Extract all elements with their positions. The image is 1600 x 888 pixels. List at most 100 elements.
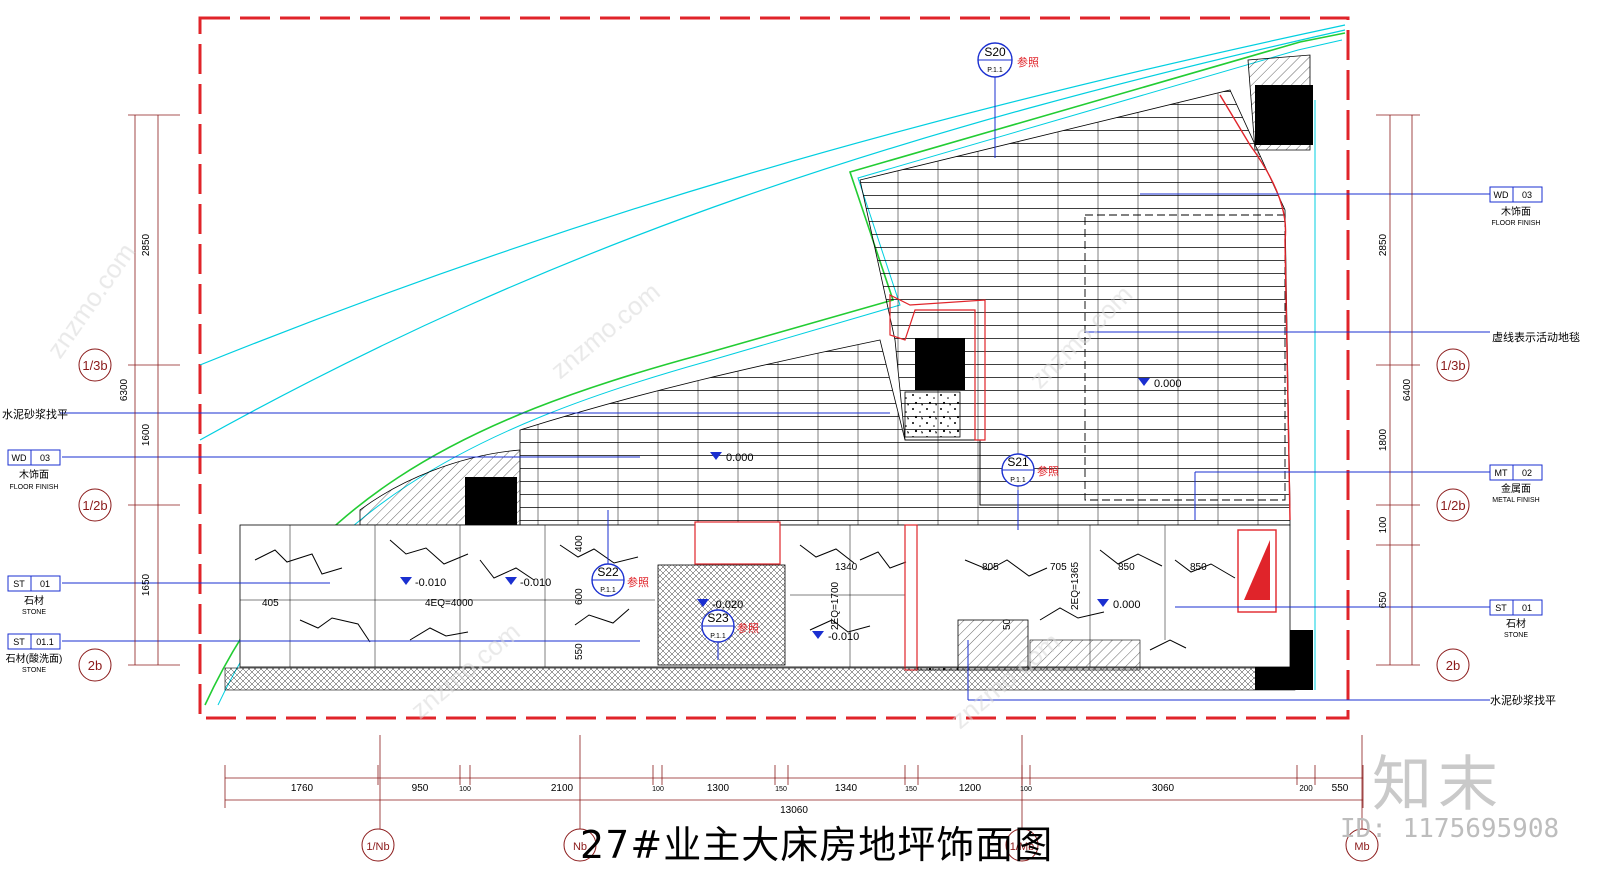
room-dim: 2EQ=1365 <box>1070 561 1081 610</box>
grid-label: 1/Nb <box>366 841 389 853</box>
material-tag-left-st2: ST 01.1 石材(酸洗面) STONE <box>6 633 63 674</box>
bench-area <box>957 619 1029 671</box>
grid-label: 1/2b <box>82 498 107 513</box>
base-strip <box>224 667 1296 691</box>
dim-bottom: 100 <box>459 786 471 793</box>
metal-niche-fill <box>1244 540 1270 600</box>
tag-num: 03 <box>40 453 50 463</box>
dim-bottom: 150 <box>905 786 917 793</box>
callout-sheet: P.1.1 <box>987 67 1003 74</box>
grid-bubble: 1/Nb <box>361 828 395 862</box>
tag-sub: STONE <box>22 667 46 674</box>
dim-left-2: 1600 <box>141 423 152 446</box>
tag-num: 01 <box>40 579 50 589</box>
tag-name: 木饰面 <box>1501 205 1531 218</box>
vanity-area <box>694 521 781 565</box>
level-text: -0.010 <box>828 631 859 643</box>
dim-right-2: 1800 <box>1378 428 1389 451</box>
drawing-frame <box>198 16 1350 720</box>
grid-bubble: 1/2b <box>1436 488 1470 522</box>
dim-right-total: 6400 <box>1402 378 1413 401</box>
room-dim: 4EQ=4000 <box>425 598 474 609</box>
tag-num: 01 <box>1522 603 1532 613</box>
room-dim: 1340 <box>835 562 858 573</box>
section-callout-s21: S21 P.1.1 参照 <box>1001 453 1059 487</box>
grid-label: 1/Mb <box>1010 841 1034 853</box>
grid-bubble: 1/Mb <box>1005 828 1039 862</box>
grid-label: 2b <box>88 658 102 673</box>
callout-cement-left: 水泥砂浆找平 <box>2 407 68 421</box>
dim-bottom: 150 <box>775 786 787 793</box>
tag-sub: STONE <box>1504 632 1528 639</box>
tag-name: 金属面 <box>1501 482 1531 495</box>
dim-right-4: 650 <box>1378 591 1389 608</box>
tag-name: 石材(酸洗面) <box>6 652 63 665</box>
stone-grid <box>240 525 1166 667</box>
dim-bottom: 550 <box>1332 783 1349 794</box>
dim-chain-bottom <box>224 735 1364 830</box>
level-marker: -0.010 <box>505 577 551 589</box>
sill-hatch <box>1029 639 1141 671</box>
tag-num: 03 <box>1522 190 1532 200</box>
level-marker: -0.010 <box>812 631 859 643</box>
tag-code: ST <box>13 637 25 647</box>
room-dim: 705 <box>1050 562 1067 573</box>
material-tag-left-wd: WD 03 木饰面 FLOOR FINISH <box>7 449 61 491</box>
dim-chain-left <box>128 114 180 666</box>
dim-bottom: 950 <box>412 783 429 794</box>
level-marker: 0.000 <box>710 452 754 464</box>
level-marker: 0.000 <box>1138 378 1182 390</box>
callout-id: S22 <box>597 565 619 579</box>
material-tag-left-st: ST 01 石材 STONE <box>7 575 61 616</box>
material-tag-right-mt: MT 02 金属面 METAL FINISH <box>1489 464 1543 504</box>
dim-bottom: 200 <box>1299 784 1313 793</box>
callout-ref: 参照 <box>1037 464 1059 478</box>
dim-bottom: 1760 <box>291 783 314 794</box>
column <box>1255 85 1313 145</box>
grid-bubble: 1/3b <box>78 348 112 382</box>
tag-name: 木饰面 <box>19 468 49 481</box>
dim-left-3: 1650 <box>141 573 152 596</box>
grid-label: Nb <box>573 841 587 853</box>
room-dim: 550 <box>574 643 585 660</box>
tag-sub: FLOOR FINISH <box>1491 220 1540 227</box>
grid-label: 1/3b <box>82 358 107 373</box>
tag-code: ST <box>13 579 25 589</box>
dim-bottom: 1300 <box>707 783 730 794</box>
room-dim: 2EQ=1700 <box>830 581 841 630</box>
grid-label: 1/2b <box>1440 498 1465 513</box>
dim-left-total: 6300 <box>119 378 130 401</box>
callout-ref: 参照 <box>737 621 759 635</box>
dim-bottom: 1200 <box>959 783 982 794</box>
material-tag-right-wd: WD 03 木饰面 FLOOR FINISH <box>1489 186 1543 227</box>
dim-bottom: 3060 <box>1152 783 1175 794</box>
tag-code: WD <box>12 453 27 463</box>
level-text: 0.000 <box>1154 378 1182 390</box>
tag-code: ST <box>1495 603 1507 613</box>
callout-ref: 参照 <box>1017 55 1039 69</box>
tag-name: 石材 <box>24 594 44 607</box>
tag-sub: METAL FINISH <box>1492 497 1539 504</box>
level-marker: -0.020 <box>697 599 743 611</box>
dim-right-1: 2850 <box>1378 233 1389 256</box>
tag-num: 02 <box>1522 468 1532 478</box>
watermark-logo: 知末 <box>1372 750 1504 820</box>
grid-bubble: Nb <box>563 828 597 862</box>
watermark-text: znzmo.com <box>40 237 141 363</box>
tag-code: WD <box>1494 190 1509 200</box>
dim-left-1: 2850 <box>141 233 152 256</box>
dim-bottom: 100 <box>652 786 664 793</box>
grid-bubble: 1/2b <box>78 488 112 522</box>
room-dim: 850 <box>1190 562 1207 573</box>
level-text: 0.000 <box>726 452 754 464</box>
callout-id: S23 <box>707 611 729 625</box>
level-text: -0.010 <box>520 577 551 589</box>
terrazzo-block <box>904 391 961 438</box>
tag-name: 石材 <box>1506 617 1526 630</box>
carpet-dashed-outline <box>1084 214 1286 501</box>
wall-outline <box>1219 94 1291 521</box>
callout-id: S21 <box>1007 455 1029 469</box>
dim-right-3: 100 <box>1378 516 1389 533</box>
callout-sheet: P.1.1 <box>710 633 726 640</box>
